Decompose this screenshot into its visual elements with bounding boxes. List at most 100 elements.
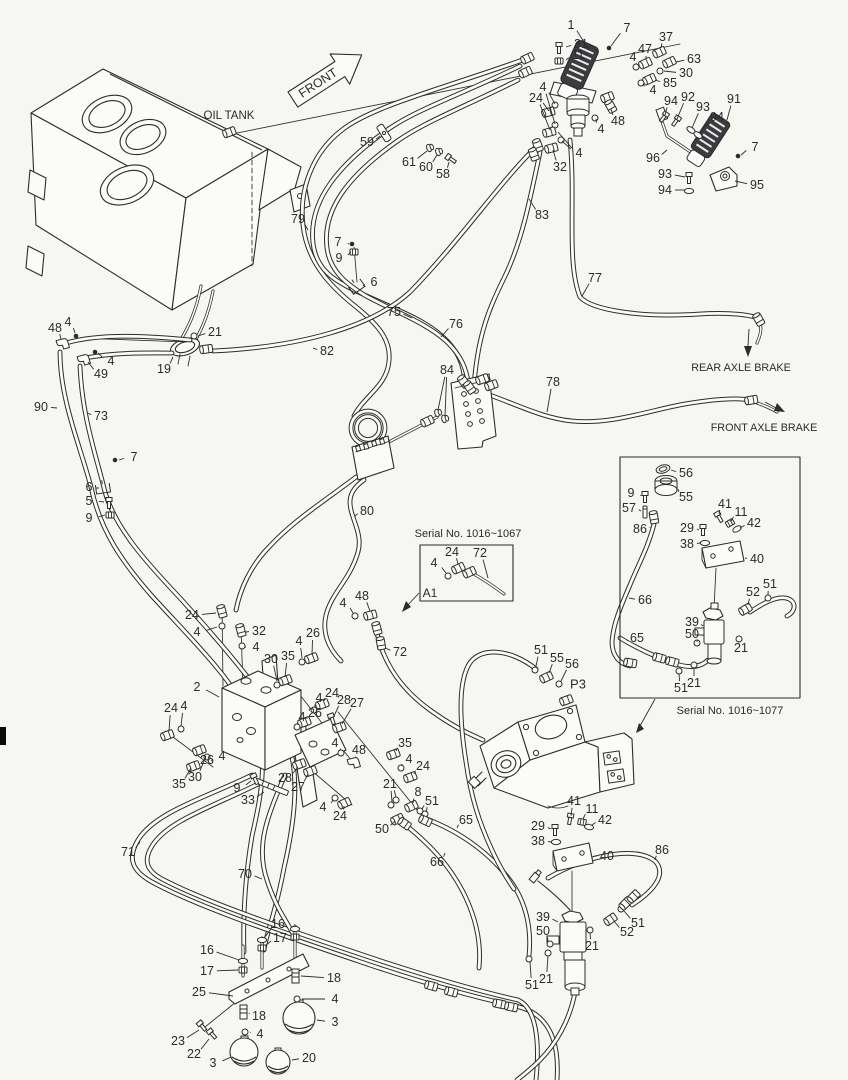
part-number-label: 11 — [572, 48, 585, 62]
fitting-part — [626, 889, 641, 904]
part-number-label: 3 — [210, 1056, 217, 1070]
part-number-label: 96 — [646, 151, 660, 165]
nut-part — [238, 966, 248, 974]
part-number-label: 24 — [416, 759, 430, 773]
oring-part — [392, 796, 400, 804]
leader-line — [635, 63, 638, 65]
part-number-label: 32 — [252, 624, 266, 638]
part-number-label: 24 — [333, 809, 347, 823]
clamp-part — [347, 278, 366, 295]
nut-part — [554, 57, 564, 65]
fitting-part — [304, 652, 319, 665]
leader-line — [168, 714, 171, 732]
leader-line — [628, 597, 636, 600]
leader-line — [180, 712, 183, 727]
part-number-label: 76 — [449, 317, 463, 331]
part-number-label: 4 — [65, 315, 72, 329]
part-number-label: 42 — [747, 516, 761, 530]
port-a1-label: A1 — [423, 586, 438, 600]
fitting-part — [371, 621, 383, 636]
part-number-label: 9 — [628, 486, 635, 500]
part-number-label: 21 — [687, 676, 701, 690]
part-number-label: 25 — [192, 985, 206, 999]
part-number-label: 21 — [585, 939, 599, 953]
leader-line — [591, 822, 596, 826]
fitting-part — [418, 814, 433, 827]
leader-line — [654, 79, 661, 83]
fitting-part — [642, 73, 657, 86]
leader-line — [691, 113, 699, 129]
oring-part — [203, 753, 211, 761]
leader-line — [292, 766, 299, 774]
fitting-part — [278, 674, 293, 687]
part-number-label: 41 — [718, 497, 732, 511]
fitting-part — [199, 343, 214, 355]
leader-line — [557, 131, 573, 149]
oring-part — [331, 794, 339, 802]
leader-line — [354, 513, 359, 517]
fitting-part — [604, 99, 618, 114]
part-number-label: 35 — [398, 736, 412, 750]
part-number-label: 21 — [734, 641, 748, 655]
part-number-label: 38 — [680, 537, 694, 551]
fitting-part — [375, 636, 387, 651]
leader-line — [747, 598, 750, 606]
part-number-label: 33 — [241, 793, 255, 807]
oring-part — [337, 749, 345, 757]
fitting-part — [397, 816, 412, 831]
ring-part — [583, 823, 595, 831]
leader-line — [341, 708, 352, 725]
leader-line — [186, 1029, 200, 1039]
accumulator-group — [228, 953, 316, 1075]
part-number-label: 18 — [327, 971, 341, 985]
part-number-label: 82 — [320, 344, 334, 358]
part-number-label: 58 — [436, 167, 450, 181]
part-number-label: 31 — [574, 37, 588, 51]
leader-line — [200, 752, 203, 755]
part-number-label: 4 — [108, 354, 115, 368]
leader-line — [642, 83, 645, 87]
part-number-label: 30 — [679, 66, 693, 80]
leader-line — [456, 558, 459, 565]
bolt-part — [685, 172, 693, 184]
fitting-part — [559, 694, 574, 707]
leader-line — [200, 1038, 210, 1050]
part-number-label: 52 — [620, 925, 634, 939]
leader-line — [447, 161, 450, 168]
part-number-label: 29 — [680, 521, 694, 535]
part-number-label: 24 — [529, 91, 543, 105]
hose-80 — [322, 477, 367, 664]
tubes-layer — [241, 114, 779, 978]
part-number-label: 48 — [352, 743, 366, 757]
part-number-label: 84 — [440, 363, 454, 377]
dot-part — [92, 349, 98, 355]
inset-serial-1067 — [402, 544, 514, 612]
part-number-label: 72 — [473, 546, 487, 560]
fitting-part — [504, 1001, 519, 1013]
part-number-label: 94 — [658, 183, 672, 197]
oring-part — [351, 612, 359, 620]
leader-line — [546, 955, 549, 973]
fitting-part — [665, 656, 680, 668]
part-number-label: 4 — [320, 800, 327, 814]
leader-line — [595, 118, 597, 123]
part-number-label: 4 — [299, 710, 306, 724]
leader-line — [296, 722, 299, 725]
part-number-label: 85 — [663, 76, 677, 90]
part-number-label: 50 — [536, 924, 550, 938]
bolt-part — [555, 42, 563, 54]
fitting-part — [192, 744, 207, 757]
dot-part — [73, 333, 79, 339]
leader-line — [284, 662, 288, 678]
oil-tank-group — [25, 68, 311, 367]
oring-part — [546, 940, 554, 948]
leader-line — [59, 334, 62, 340]
part-number-label: 91 — [727, 92, 741, 106]
part-number-label: 42 — [598, 813, 612, 827]
nut-part — [257, 944, 267, 952]
leader-line — [613, 920, 620, 928]
fittings-layer — [55, 42, 772, 1040]
serial-range-1077-label: Serial No. 1016~1077 — [677, 705, 784, 717]
part-number-label: 95 — [750, 178, 764, 192]
fitting-part — [424, 980, 439, 992]
